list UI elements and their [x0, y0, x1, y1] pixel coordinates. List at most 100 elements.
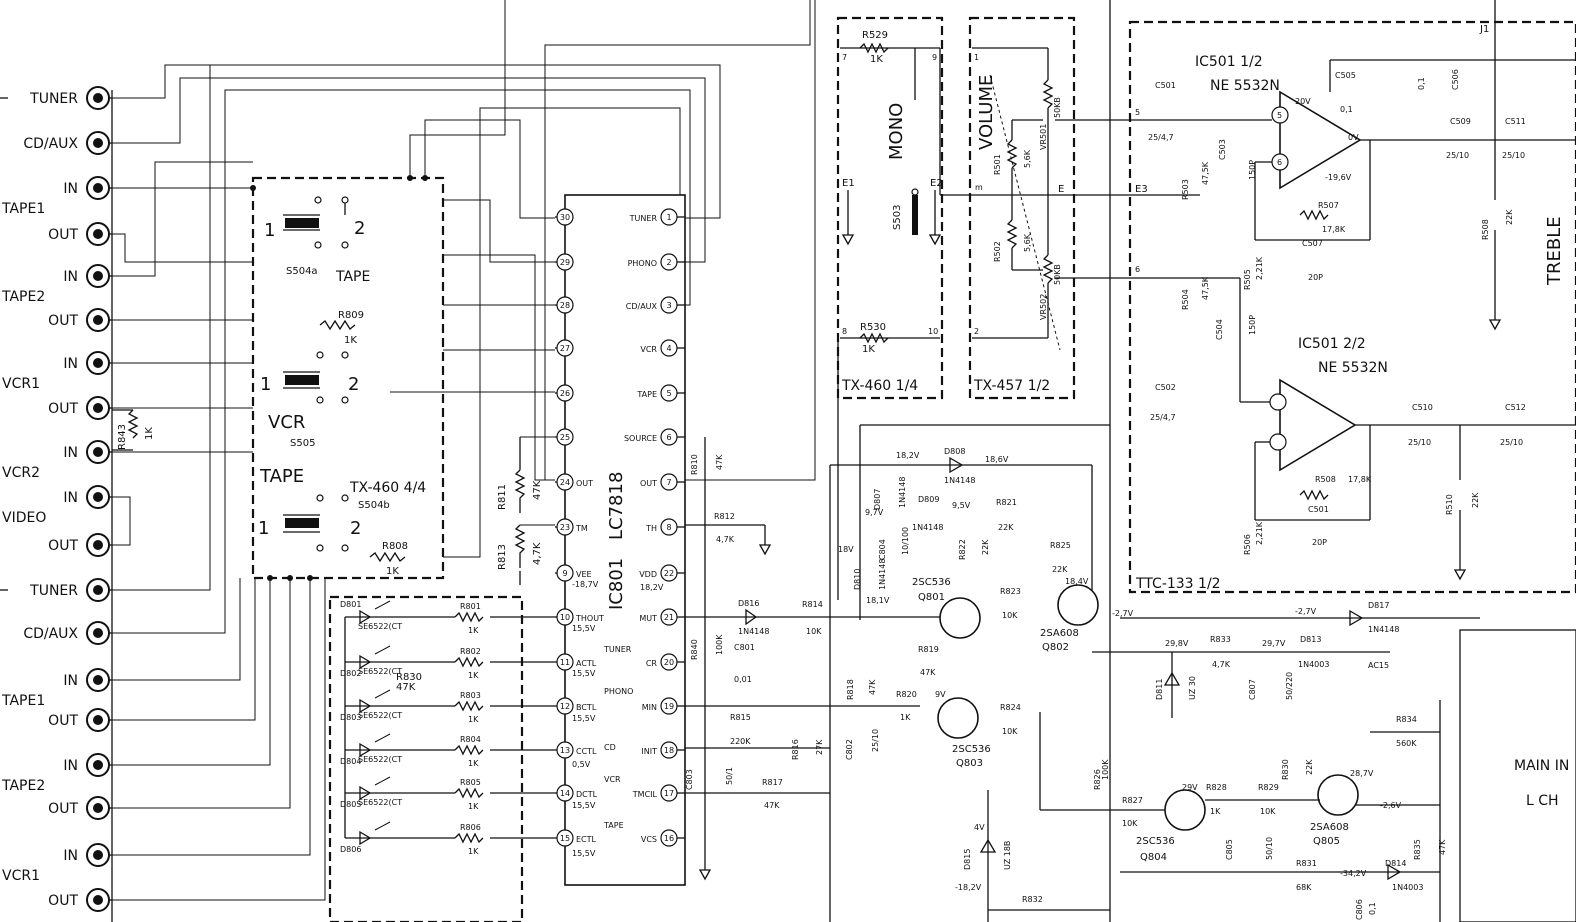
switch-block-tx460-4of4: TX-460 4/4 1 2 TAPE S504a R809 1K 1 2: [250, 175, 445, 581]
svg-text:22K: 22K: [1052, 565, 1068, 574]
svg-text:1: 1: [258, 518, 269, 539]
svg-text:D806: D806: [340, 845, 361, 854]
svg-text:28: 28: [560, 301, 570, 310]
svg-text:1N4003: 1N4003: [1392, 883, 1423, 892]
svg-text:9,7V: 9,7V: [865, 508, 884, 517]
tx460-1of4-mono: TX-460 1/4 MONO S503 R529 1K 7 9 R530 1K…: [836, 16, 1075, 600]
ic801-pin-26: 26: [555, 384, 574, 402]
svg-text:TREBLE: TREBLE: [1544, 216, 1565, 286]
svg-text:11: 11: [560, 658, 570, 667]
svg-text:150P: 150P: [1248, 315, 1257, 335]
jack-j4: OUT: [48, 222, 112, 246]
svg-text:C501: C501: [1155, 81, 1176, 90]
svg-text:4,7K: 4,7K: [532, 542, 543, 565]
svg-text:1: 1: [260, 374, 271, 395]
svg-text:SE6522(CT: SE6522(CT: [358, 622, 402, 631]
svg-text:Q805: Q805: [1313, 836, 1340, 847]
switch-s504b: 1 2 TAPE S504b: [258, 466, 390, 552]
svg-text:DCTL: DCTL: [576, 790, 598, 799]
svg-text:47K: 47K: [532, 480, 543, 500]
tx460-14-label: TX-460 1/4: [841, 378, 918, 394]
svg-text:MIN: MIN: [642, 703, 657, 712]
svg-text:-2,7V: -2,7V: [1295, 607, 1317, 616]
svg-text:E3: E3: [1135, 184, 1148, 195]
jack-group-label: VCR1: [2, 376, 40, 392]
ic801-vdd-voltage: 18,2V: [640, 583, 664, 592]
svg-text:14: 14: [560, 789, 570, 798]
svg-text:BCTL: BCTL: [576, 703, 597, 712]
svg-text:R808: R808: [382, 541, 408, 552]
svg-text:S504b: S504b: [358, 500, 390, 511]
resistors-r811-r813: R811 47K R813 4,7K: [497, 437, 543, 585]
svg-text:150P: 150P: [1248, 160, 1257, 180]
svg-text:D813: D813: [1300, 635, 1321, 644]
ic801-pin-28: 28: [555, 296, 574, 314]
svg-text:R809: R809: [338, 310, 364, 321]
svg-text:R503: R503: [1181, 179, 1190, 200]
svg-text:D802: D802: [340, 669, 361, 678]
jack-label: OUT: [48, 713, 78, 729]
jack-label: OUT: [48, 538, 78, 554]
svg-text:5,6K: 5,6K: [1023, 233, 1032, 252]
jack-j2: CD/AUX: [23, 131, 112, 155]
ic801-pin-29: 29: [555, 253, 574, 271]
svg-text:50/10: 50/10: [1265, 837, 1274, 860]
svg-text:CCTL: CCTL: [576, 747, 597, 756]
svg-text:R830: R830: [1281, 759, 1290, 780]
svg-text:9,5V: 9,5V: [952, 501, 971, 510]
svg-text:-18,2V: -18,2V: [955, 883, 982, 892]
svg-text:Q803: Q803: [956, 758, 983, 769]
svg-text:560K: 560K: [1396, 739, 1417, 748]
svg-text:47K: 47K: [396, 682, 416, 693]
svg-text:VR502: VR502: [1039, 294, 1048, 320]
svg-text:4V: 4V: [974, 823, 985, 832]
svg-text:INIT: INIT: [641, 747, 657, 756]
svg-text:R828: R828: [1206, 783, 1227, 792]
svg-text:8: 8: [666, 523, 671, 532]
svg-text:C507: C507: [1302, 239, 1323, 248]
jack-j12: TUNER: [29, 578, 112, 602]
svg-text:16: 16: [664, 834, 674, 843]
jack-label: CD/AUX: [23, 626, 78, 642]
svg-text:17,8K: 17,8K: [1322, 225, 1346, 234]
svg-text:R801: R801: [460, 602, 481, 611]
svg-text:1K: 1K: [870, 54, 883, 65]
svg-text:C512: C512: [1505, 403, 1526, 412]
svg-text:1N4148: 1N4148: [1368, 625, 1399, 634]
svg-text:-2,6V: -2,6V: [1380, 801, 1402, 810]
signal-wiring: [112, 0, 816, 901]
svg-text:TAPE: TAPE: [335, 269, 370, 285]
svg-text:17,8K: 17,8K: [1348, 475, 1372, 484]
svg-text:20: 20: [664, 658, 674, 667]
jack-j17: OUT: [48, 796, 112, 820]
svg-text:18,1V: 18,1V: [866, 596, 890, 605]
svg-text:1K: 1K: [468, 847, 479, 856]
jack-group-label: VIDEO: [2, 510, 46, 526]
svg-text:R834: R834: [1396, 715, 1417, 724]
ic801-mid-label: CD: [604, 743, 616, 752]
ic801-voltage: 15,5V: [572, 669, 596, 678]
svg-text:R805: R805: [460, 778, 481, 787]
svg-text:25/10: 25/10: [1408, 438, 1431, 447]
resistor-r843: R843 1K: [112, 409, 155, 451]
ic801-part: LC7818: [606, 472, 627, 540]
svg-text:S503: S503: [892, 205, 903, 230]
svg-text:1K: 1K: [344, 335, 357, 346]
svg-text:R507: R507: [1318, 201, 1339, 210]
svg-text:9: 9: [562, 569, 567, 578]
svg-text:R829: R829: [1258, 783, 1279, 792]
svg-text:SOURCE: SOURCE: [624, 434, 657, 443]
svg-text:R804: R804: [460, 735, 481, 744]
svg-text:R502: R502: [993, 241, 1002, 262]
svg-text:22: 22: [664, 569, 674, 578]
svg-text:TMCIL: TMCIL: [632, 790, 658, 799]
